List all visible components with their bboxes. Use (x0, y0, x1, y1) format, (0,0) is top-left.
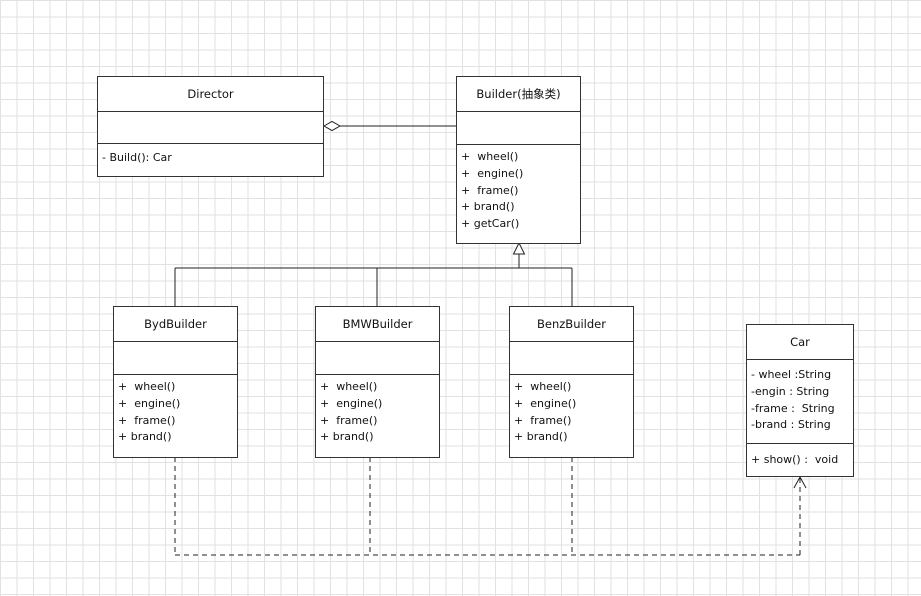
dependency-arrowhead (793, 475, 807, 489)
class-name: BenzBuilder (510, 307, 633, 342)
operation: + frame() (461, 183, 519, 197)
class-operations: + wheel() + engine() + frame() + brand() (114, 375, 237, 450)
operation: + wheel() (514, 380, 572, 393)
class-attributes (510, 342, 633, 375)
operation: + frame() (514, 413, 572, 427)
class-attributes (114, 342, 237, 375)
operation: + engine() (514, 396, 577, 410)
class-attributes (457, 112, 580, 145)
class-operations: + wheel() + engine() + frame() + brand() (316, 375, 439, 450)
aggregation-diamond (322, 120, 342, 132)
operation: + wheel() (320, 380, 378, 393)
class-benz-builder[interactable]: BenzBuilder + wheel() + engine() + frame… (509, 306, 634, 458)
operation: + wheel() (461, 150, 519, 163)
class-builder[interactable]: Builder(抽象类) + wheel() + engine() + fram… (456, 76, 581, 244)
operation: + brand() (320, 430, 374, 444)
attribute: -engin : String (751, 384, 830, 398)
class-attributes (316, 342, 439, 375)
class-name: BydBuilder (114, 307, 237, 342)
class-operations: + wheel() + engine() + frame() + brand() (510, 375, 633, 450)
class-director[interactable]: Director - Build(): Car (97, 76, 324, 177)
attribute: -brand : String (751, 418, 831, 432)
class-name: Car (747, 325, 853, 360)
class-operations: + wheel() + engine() + frame() + brand()… (457, 145, 580, 237)
class-attributes (98, 112, 323, 144)
operation: + getCar() (461, 217, 520, 231)
class-operations: + show() : void (747, 444, 853, 473)
operation: + engine() (320, 396, 383, 410)
class-attributes: - wheel :String -engin : String -frame :… (747, 360, 853, 444)
class-operations: - Build(): Car (98, 144, 323, 171)
class-bmw-builder[interactable]: BMWBuilder + wheel() + engine() + frame(… (315, 306, 440, 458)
attribute: -frame : String (751, 401, 835, 415)
operation: + wheel() (118, 380, 176, 393)
attribute: - wheel :String (751, 368, 832, 381)
operation: + show() : void (751, 453, 839, 466)
operation: + frame() (320, 413, 378, 427)
class-name: BMWBuilder (316, 307, 439, 342)
operation: + brand() (514, 430, 568, 444)
class-name: Builder(抽象类) (457, 77, 580, 112)
operation: + brand() (118, 430, 172, 444)
operation: + frame() (118, 413, 176, 427)
class-car[interactable]: Car - wheel :String -engin : String -fra… (746, 324, 854, 477)
class-byd-builder[interactable]: BydBuilder + wheel() + engine() + frame(… (113, 306, 238, 458)
generalization-triangle (512, 241, 526, 255)
operation: + engine() (461, 166, 524, 180)
operation: + engine() (118, 396, 181, 410)
operation: - Build(): Car (102, 151, 172, 164)
class-name: Director (98, 77, 323, 112)
operation: + brand() (461, 200, 515, 214)
